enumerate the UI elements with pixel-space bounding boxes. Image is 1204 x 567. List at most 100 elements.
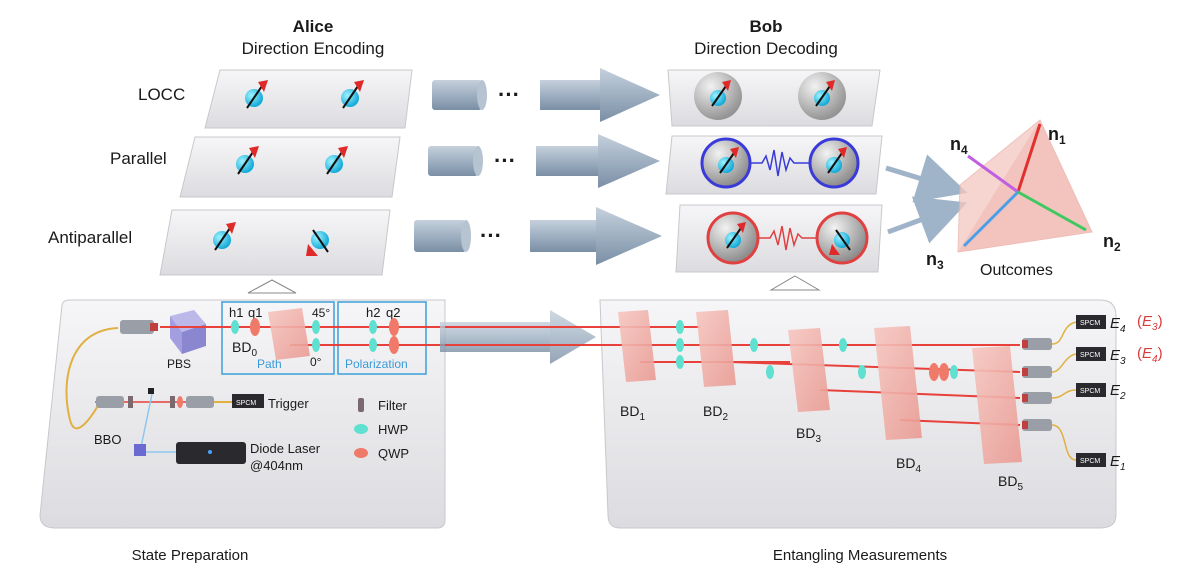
- alice-panel-parallel: [179, 136, 401, 198]
- channel-parallel: ···: [428, 134, 660, 188]
- svg-text:SPCM: SPCM: [1080, 352, 1100, 359]
- legend-hwp-icon: [354, 424, 368, 434]
- fiber-coupler-icon: [1022, 338, 1052, 350]
- spcm-detector-icon: SPCM: [1076, 347, 1106, 361]
- legend-qwp-label: QWP: [378, 446, 409, 461]
- q2-label: q2: [386, 305, 400, 320]
- svg-text:SPCM: SPCM: [236, 400, 256, 407]
- channel-locc: ···: [432, 68, 660, 122]
- deg45-label: 45°: [312, 306, 330, 320]
- outcome-n1: n1: [1048, 124, 1066, 147]
- outcome-n4: n4: [950, 134, 968, 157]
- path-box: [221, 301, 335, 375]
- laser-beam: [729, 361, 1021, 373]
- fiber-line: [1051, 389, 1077, 399]
- row-label-antiparallel: Antiparallel: [48, 228, 132, 247]
- qubit-icon: [245, 80, 268, 109]
- entangling-panel: [599, 299, 1117, 529]
- h1-label: h1: [229, 305, 243, 320]
- outcome-n2: n2: [1103, 231, 1121, 254]
- e3-label: E3: [1110, 347, 1126, 367]
- outcome-n3: n3: [926, 249, 944, 272]
- trigger-label: Trigger: [268, 396, 309, 411]
- bd2-label: BD2: [703, 403, 728, 423]
- spcm-detector-icon: SPCM: [1076, 383, 1106, 397]
- fiber-line: [1051, 353, 1077, 373]
- alice-subtitle: Direction Encoding: [242, 39, 385, 58]
- svg-text:SPCM: SPCM: [1080, 320, 1100, 327]
- filter-icon: [128, 396, 133, 408]
- mirror-icon: [148, 388, 154, 394]
- entangling-title: Entangling Measurements: [773, 547, 947, 564]
- hwp-icon: [839, 338, 847, 352]
- qubit-icon: [341, 80, 364, 109]
- bd3-label: BD3: [796, 425, 821, 445]
- fiber-line: [1051, 321, 1077, 345]
- state-prep-title: State Preparation: [132, 547, 249, 564]
- channel-dots: ···: [498, 82, 520, 107]
- laser-label-line1: Diode Laser: [250, 441, 321, 456]
- hwp-icon: [676, 355, 684, 369]
- deg0-label: 0°: [310, 355, 322, 369]
- connector-triangle: [769, 275, 821, 291]
- qubit-icon: [213, 222, 236, 251]
- qubit-icon: [236, 146, 259, 175]
- bob-panel-parallel: [665, 135, 883, 195]
- arrow-to-outcomes: [885, 154, 968, 203]
- e3-alt-label: (E4): [1137, 345, 1163, 365]
- polarization-box: [337, 301, 427, 375]
- q1-label: q1: [248, 305, 262, 320]
- prep-to-meas-arrow: [440, 310, 596, 364]
- arrow-to-outcomes: [887, 196, 968, 244]
- connector-triangle: [247, 279, 297, 294]
- diode-laser-icon: [176, 442, 246, 464]
- qubit-icon: [306, 229, 329, 256]
- alice-panel-antiparallel: [159, 209, 391, 276]
- e1-label: E1: [1110, 453, 1126, 473]
- hwp-icon: [950, 365, 958, 379]
- qwp-icon: [177, 396, 183, 408]
- spcm-detector-icon: SPCM: [1076, 453, 1106, 467]
- e4-alt-label: (E3): [1137, 313, 1163, 333]
- channel-antiparallel: ···: [414, 207, 662, 265]
- bob-title: Bob: [749, 17, 782, 36]
- outcomes-label: Outcomes: [980, 262, 1053, 279]
- svg-text:SPCM: SPCM: [1080, 458, 1100, 465]
- bd4-label: BD4: [896, 455, 921, 475]
- fiber-coupler-icon: [1022, 419, 1052, 431]
- bd1-label: BD1: [620, 403, 645, 423]
- hwp-icon: [858, 365, 866, 379]
- pbs-label: PBS: [167, 357, 191, 371]
- hwp-icon: [750, 338, 758, 352]
- legend-filter-label: Filter: [378, 398, 408, 413]
- bd0-label: BD0: [232, 339, 257, 359]
- qwp-icon: [929, 363, 939, 381]
- hwp-icon: [676, 320, 684, 334]
- hwp-icon: [766, 365, 774, 379]
- hwp-icon: [312, 320, 320, 334]
- beam-displacer-bd0: [268, 308, 310, 360]
- channel-dots: ···: [480, 223, 502, 248]
- fiber-line: [1051, 424, 1077, 461]
- beam-displacer-bd5: [972, 346, 1022, 464]
- fiber-coupler-icon: [186, 396, 214, 408]
- hwp-icon: [312, 338, 320, 352]
- alice-panel-locc: [204, 69, 413, 129]
- polarization-label: Polarization: [345, 357, 408, 371]
- fiber-coupler-icon: [1022, 366, 1052, 378]
- path-label: Path: [257, 357, 282, 371]
- pump-beam: [139, 393, 153, 453]
- fiber-coupler-icon: [96, 396, 124, 408]
- bbo-crystal-icon: [134, 444, 146, 456]
- filter-icon: [170, 396, 175, 408]
- qwp-icon: [389, 318, 399, 336]
- hwp-icon: [369, 320, 377, 334]
- alice-title: Alice: [293, 17, 334, 36]
- legend-qwp-icon: [354, 448, 368, 458]
- qwp-icon: [939, 363, 949, 381]
- qwp-icon: [250, 318, 260, 336]
- state-prep-panel: [39, 299, 446, 529]
- hwp-icon: [231, 320, 239, 334]
- beam-displacer-bd4: [874, 326, 922, 440]
